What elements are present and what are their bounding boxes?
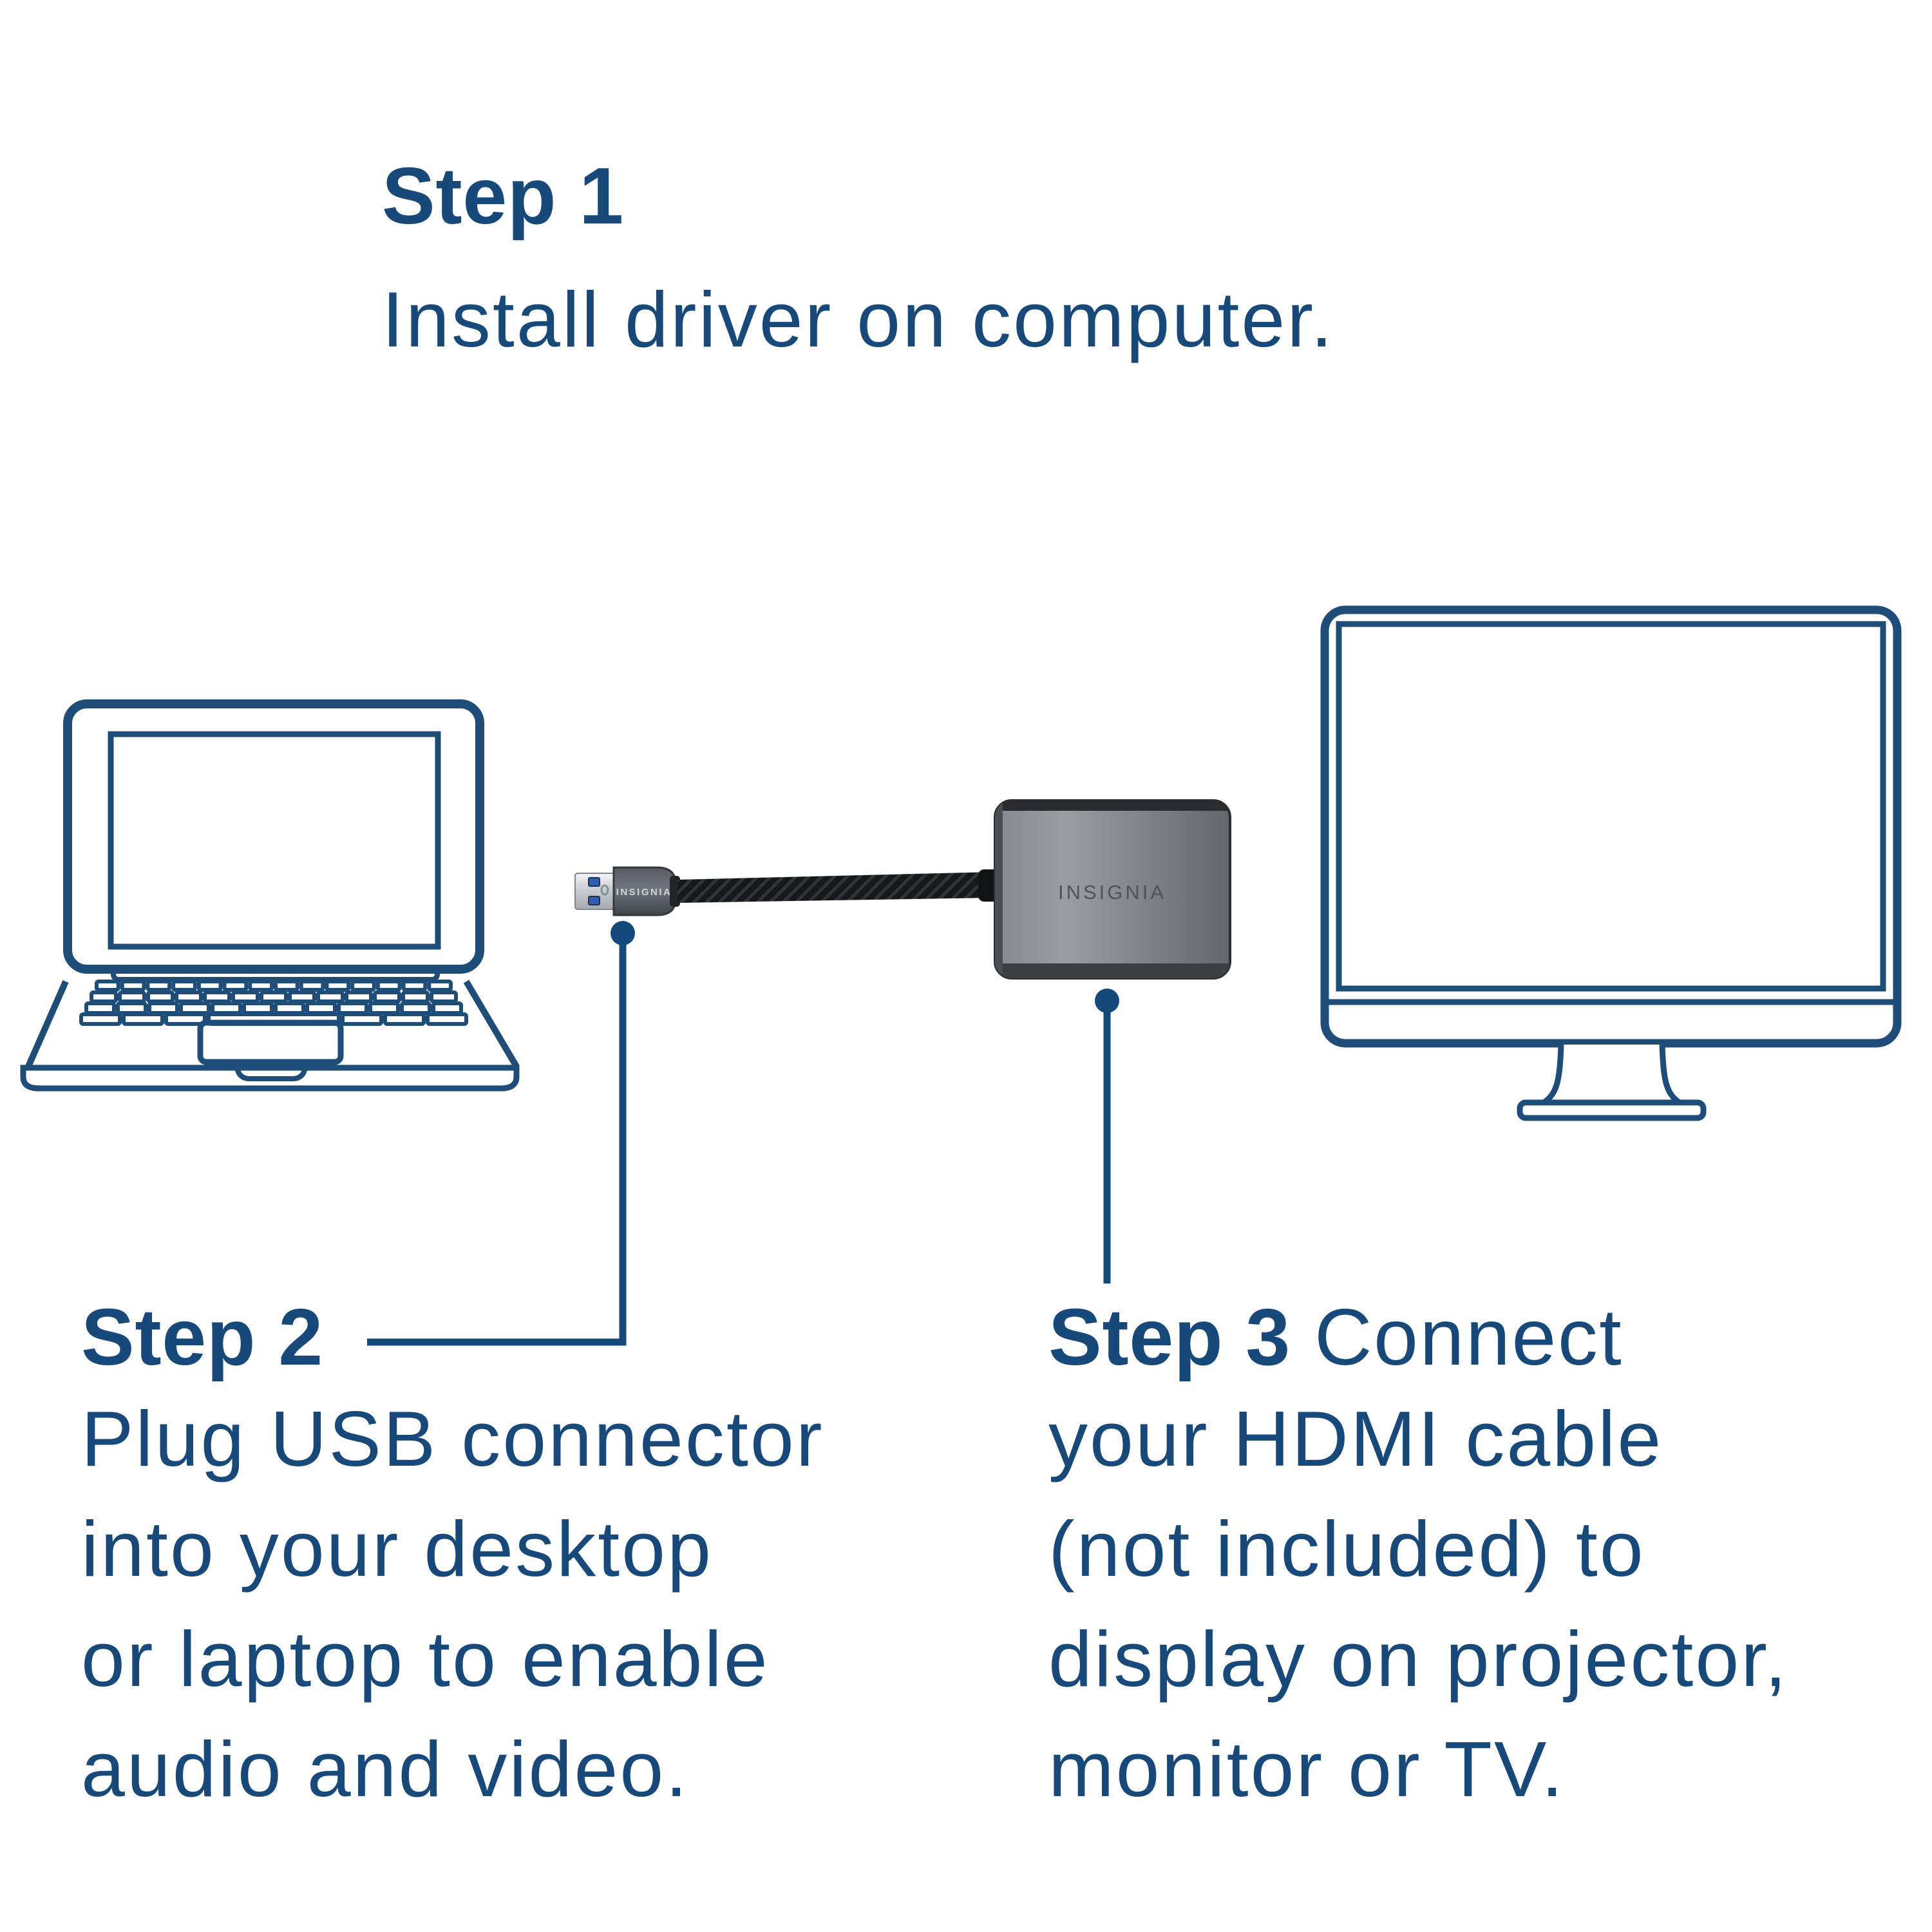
step2-callout-line <box>367 937 627 1346</box>
callouts <box>367 921 1119 1346</box>
laptop-base-notch <box>234 1067 308 1081</box>
step3-body-text: your HDMI cable (not included) to displa… <box>1048 1384 1788 1824</box>
usb-contact-bottom <box>588 896 600 905</box>
adapter-top-band <box>995 800 1230 811</box>
usb-connector-illustration: INSIGNIA <box>574 866 999 916</box>
step2-line-3: or laptop to enable <box>81 1615 770 1703</box>
monitor-stand-base <box>1517 1099 1707 1121</box>
step1-body-text: Install driver on computer. <box>382 276 1335 363</box>
step2-body-text: Plug USB connector into your desktop or … <box>81 1384 824 1824</box>
monitor-stand-neck <box>1531 1044 1692 1107</box>
step2-line-1: Plug USB connector <box>81 1395 824 1482</box>
usb-shell-hole <box>600 884 609 896</box>
step3-line-1: your HDMI cable <box>1048 1395 1663 1482</box>
adapter-left-edge <box>995 800 1003 978</box>
laptop-keyboard <box>79 980 468 1026</box>
laptop-screen <box>108 731 441 950</box>
step1-heading: Step 1 <box>382 152 624 241</box>
step3-heading-suffix: Connect <box>1314 1293 1624 1382</box>
adapter-brand-label: INSIGNIA <box>1058 881 1166 904</box>
adapter-bottom-band <box>995 963 1230 978</box>
step2-heading: Step 2 <box>81 1293 323 1382</box>
laptop-trackpad <box>197 1019 344 1065</box>
monitor-illustration <box>1320 605 1902 1121</box>
step3-line-2: (not included) to <box>1048 1505 1645 1593</box>
laptop-illustration <box>20 699 520 1092</box>
braided-cable <box>677 872 992 903</box>
usb-plug-brand-label: INSIGNIA <box>616 887 672 898</box>
adapter-illustration: INSIGNIA <box>994 799 1231 980</box>
step2-callout-dot <box>611 921 635 945</box>
laptop-deck-left-edge <box>25 980 69 1068</box>
usb-contact-top <box>588 877 600 887</box>
laptop-deck-right-edge <box>463 980 520 1068</box>
laptop-hinge <box>111 967 440 982</box>
step2-line-2: into your desktop <box>81 1505 713 1593</box>
step3-heading-bold: Step 3 <box>1048 1293 1291 1382</box>
step2-line-4: audio and video. <box>81 1725 690 1813</box>
step3-callout-dot <box>1095 989 1119 1013</box>
step3-line-3: display on projector, <box>1048 1615 1789 1703</box>
monitor-screen <box>1336 621 1886 992</box>
step3-line-4: monitor or TV. <box>1048 1725 1566 1813</box>
